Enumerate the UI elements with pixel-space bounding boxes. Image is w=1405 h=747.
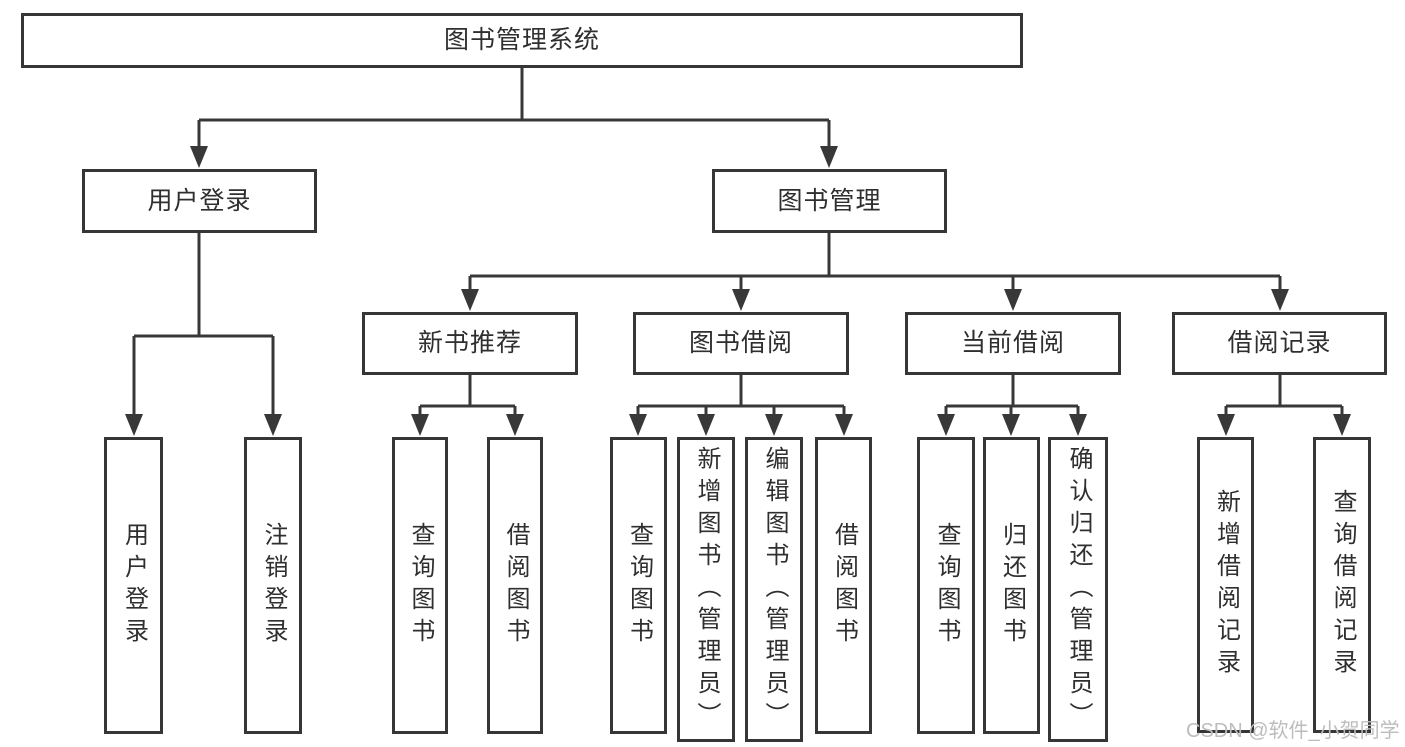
node-book-management-label: 图书管理 xyxy=(777,186,882,215)
leaf-borrow-books-label: 借阅图书 xyxy=(830,521,858,650)
csdn-watermark: CSDN @软件_小贺同学 xyxy=(1186,720,1400,742)
leaf-confirm-return-admin-label: 确认归还（管理员） xyxy=(1065,445,1092,734)
node-new-book-recommend: 新书推荐 xyxy=(362,312,578,375)
node-borrow-records-label: 借阅记录 xyxy=(1227,329,1332,357)
leaf-borrow-books: 借阅图书 xyxy=(815,437,872,734)
node-current-borrow: 当前借阅 xyxy=(905,312,1121,375)
leaf-edit-book-admin-label: 编辑图书（管理员） xyxy=(761,445,788,734)
leaf-edit-book-admin: 编辑图书（管理员） xyxy=(745,437,803,742)
leaf-query-books-borrow: 查询图书 xyxy=(610,437,667,734)
leaf-add-borrow-record-label: 新增借阅记录 xyxy=(1212,489,1240,681)
node-system-root: 图书管理系统 xyxy=(21,13,1023,68)
leaf-query-borrow-record: 查询借阅记录 xyxy=(1313,437,1371,733)
node-book-management: 图书管理 xyxy=(712,169,947,233)
leaf-logout-label: 注销登录 xyxy=(260,521,287,650)
leaf-query-borrow-record-label: 查询借阅记录 xyxy=(1329,489,1356,681)
node-system-root-label: 图书管理系统 xyxy=(443,26,600,54)
leaf-query-books-current: 查询图书 xyxy=(917,437,975,734)
leaf-return-book: 归还图书 xyxy=(983,437,1040,734)
leaf-query-books-recommend-label: 查询图书 xyxy=(407,521,434,650)
leaf-user-login: 用户登录 xyxy=(104,437,163,734)
leaf-borrow-books-recommend: 借阅图书 xyxy=(487,437,543,734)
leaf-user-login-label: 用户登录 xyxy=(120,521,148,650)
leaf-query-books-borrow-label: 查询图书 xyxy=(625,521,653,650)
leaf-query-books-current-label: 查询图书 xyxy=(933,521,960,650)
leaf-logout: 注销登录 xyxy=(244,437,302,734)
leaf-confirm-return-admin: 确认归还（管理员） xyxy=(1048,437,1108,742)
leaf-borrow-books-recommend-label: 借阅图书 xyxy=(502,521,529,650)
node-book-borrow-label: 图书借阅 xyxy=(688,329,793,357)
leaf-add-book-admin: 新增图书（管理员） xyxy=(677,437,735,742)
node-current-borrow-label: 当前借阅 xyxy=(960,329,1065,357)
node-borrow-records: 借阅记录 xyxy=(1172,312,1387,375)
arrowheads xyxy=(125,146,1351,436)
node-user-login-label: 用户登录 xyxy=(147,186,252,215)
leaf-add-book-admin-label: 新增图书（管理员） xyxy=(693,445,720,734)
leaf-return-book-label: 归还图书 xyxy=(998,521,1026,650)
node-new-book-recommend-label: 新书推荐 xyxy=(417,329,522,357)
node-book-borrow: 图书借阅 xyxy=(633,312,849,375)
leaf-query-books-recommend: 查询图书 xyxy=(392,437,448,734)
node-user-login: 用户登录 xyxy=(82,169,317,233)
leaf-add-borrow-record: 新增借阅记录 xyxy=(1197,437,1254,733)
